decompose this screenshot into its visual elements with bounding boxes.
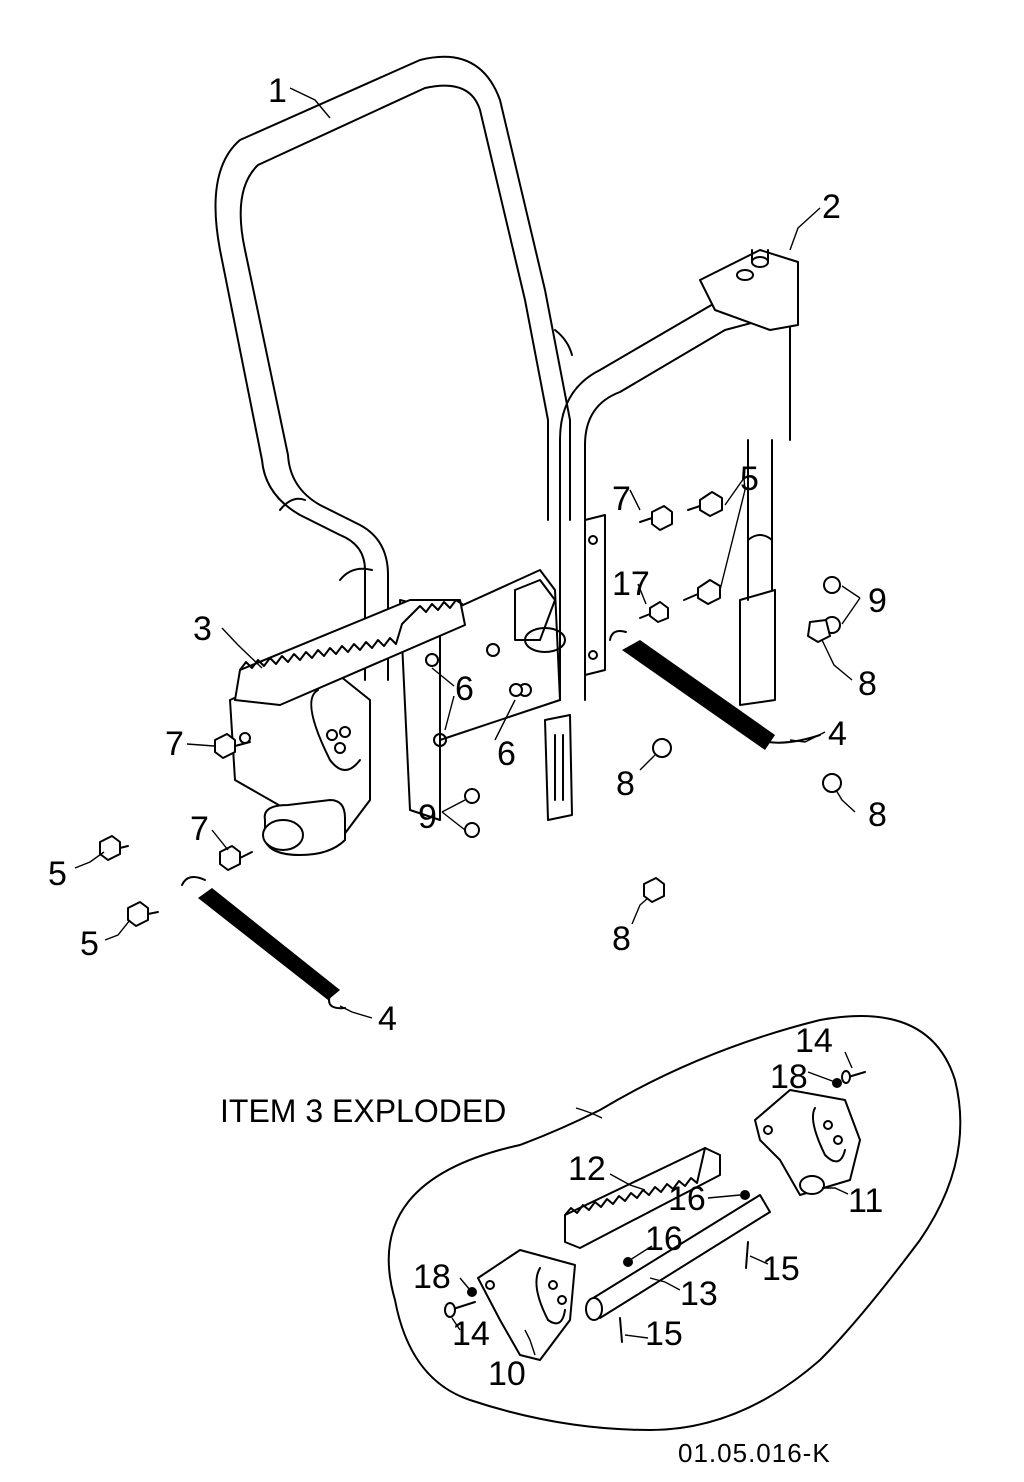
callout-8-lower: 8	[612, 920, 631, 958]
callout-8-center: 8	[616, 765, 635, 803]
seat-adjuster-assembly	[229, 514, 606, 856]
callout-7-left-top: 7	[165, 725, 184, 763]
callout-14-bottom: 14	[452, 1315, 490, 1353]
callout-7-right: 7	[612, 480, 631, 518]
roll-bar-frame	[214, 55, 573, 681]
callout-10: 10	[488, 1355, 526, 1393]
callout-15-bottom: 15	[645, 1315, 683, 1353]
callout-8-right-bottom: 8	[868, 796, 887, 834]
callout-12: 12	[568, 1150, 606, 1188]
callout-6-lower: 6	[497, 735, 516, 773]
callout-2: 2	[822, 188, 841, 226]
callout-4-right: 4	[828, 715, 847, 753]
callout-5-left-bottom: 5	[80, 925, 99, 963]
extension-spring-left	[181, 875, 346, 1010]
callout-15-right: 15	[762, 1250, 800, 1288]
seat-mount-frame	[559, 249, 799, 706]
extension-spring-right	[609, 630, 821, 750]
callout-1: 1	[268, 72, 287, 110]
callout-9-center: 9	[418, 798, 437, 836]
callout-5-upper: 5	[740, 460, 759, 498]
callout-14-top: 14	[795, 1022, 833, 1060]
callout-labels: 1 2 3 4 4 5 5 5 6 6 7 7 7 8 8 8 8 9 9 17…	[48, 72, 887, 1468]
callout-6-upper: 6	[455, 670, 474, 708]
callout-8-right-top: 8	[858, 665, 877, 703]
callout-16-top: 16	[668, 1180, 706, 1218]
callout-17: 17	[612, 565, 650, 603]
callout-18-top: 18	[770, 1058, 808, 1096]
callout-13: 13	[680, 1275, 718, 1313]
drawing-number: 01.05.016-K	[678, 1438, 831, 1468]
exploded-item-3-parts	[444, 1070, 866, 1361]
callout-11: 11	[848, 1182, 883, 1220]
callout-3: 3	[193, 610, 212, 648]
callout-18-bottom: 18	[413, 1258, 451, 1296]
leader-lines	[74, 87, 861, 1356]
callout-4-left: 4	[378, 1000, 397, 1038]
callout-5-left-top: 5	[48, 855, 67, 893]
callout-16-bottom: 16	[645, 1220, 683, 1258]
exploded-view-label: ITEM 3 EXPLODED	[220, 1093, 506, 1129]
callout-9-right: 9	[868, 582, 887, 620]
fasteners	[99, 491, 842, 927]
callout-7-left-bottom: 7	[190, 810, 209, 848]
exploded-view-outline	[387, 1015, 962, 1431]
